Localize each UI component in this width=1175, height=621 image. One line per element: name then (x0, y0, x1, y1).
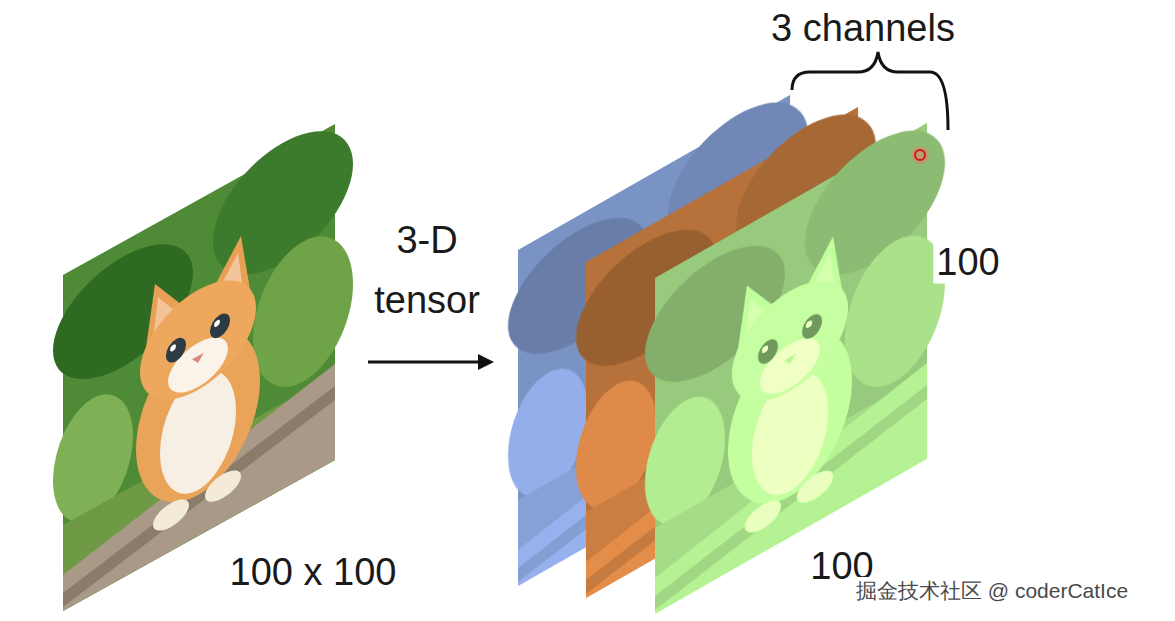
green-channel (645, 103, 945, 620)
arrow-shaft (368, 361, 480, 364)
kitten-photo (53, 104, 353, 617)
height-dimension: 100 (933, 241, 1002, 284)
pointer-dot (915, 150, 925, 160)
arrow-head (478, 354, 494, 370)
image-size-label: 100 x 100 (230, 551, 397, 594)
channel-bracket (792, 52, 948, 130)
channel-count-label: 3 channels (771, 7, 955, 50)
arrow-label: 3-D tensor (352, 210, 502, 330)
watermark: 掘金技术社区 @ coderCatIce (853, 577, 1131, 605)
pointer-glow (911, 146, 929, 164)
